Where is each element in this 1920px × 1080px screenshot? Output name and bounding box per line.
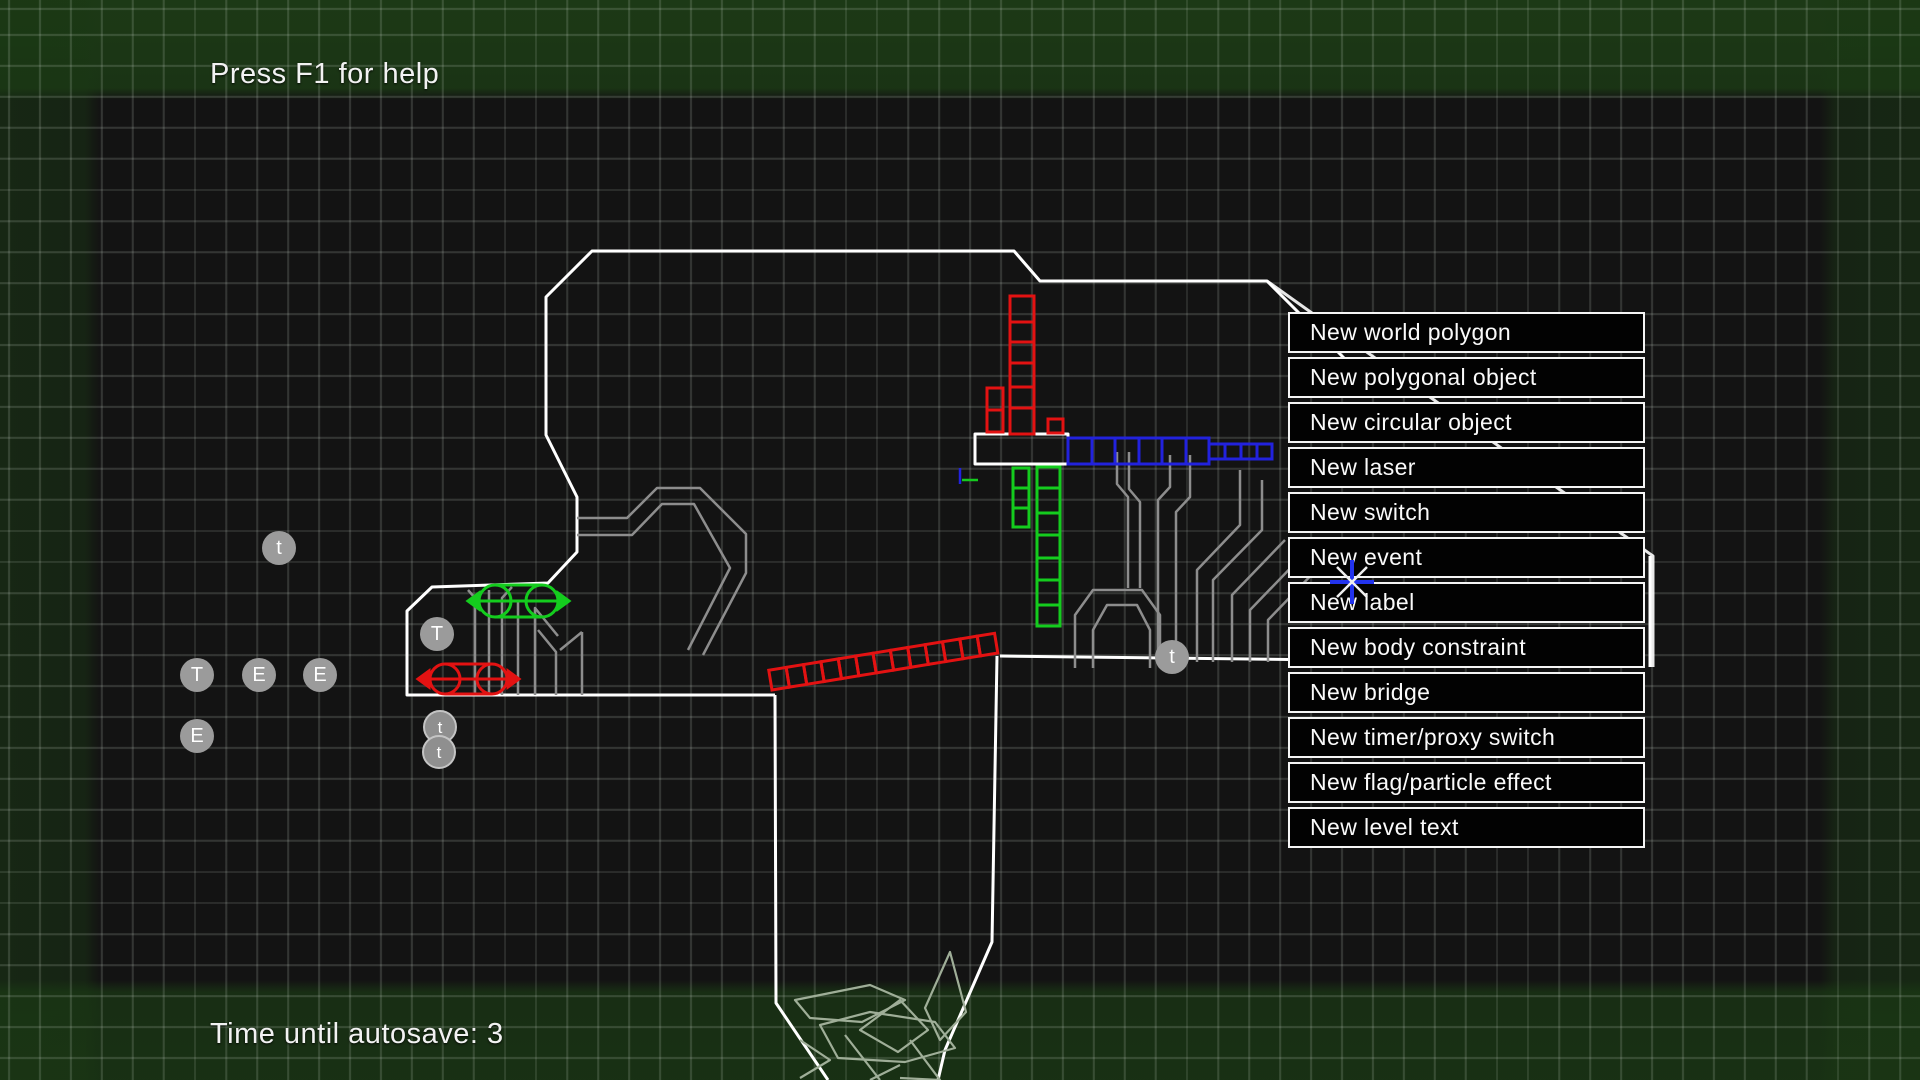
- entity-marker-t[interactable]: t: [422, 735, 456, 769]
- entity-marker-t[interactable]: t: [262, 531, 296, 565]
- green-wheel-pair[interactable]: [465, 583, 572, 619]
- menu-item-new-polygonal-object[interactable]: New polygonal object: [1288, 357, 1645, 398]
- menu-item-new-timer-proxy-switch[interactable]: New timer/proxy switch: [1288, 717, 1645, 758]
- help-hint-text: Press F1 for help: [210, 58, 440, 90]
- red-block-tower[interactable]: [985, 294, 1065, 436]
- tree-scribble[interactable]: [793, 950, 968, 1080]
- menu-item-new-label[interactable]: New label: [1288, 582, 1645, 623]
- menu-item-new-level-text[interactable]: New level text: [1288, 807, 1645, 848]
- menu-item-new-body-constraint[interactable]: New body constraint: [1288, 627, 1645, 668]
- entity-marker-T[interactable]: T: [420, 617, 454, 651]
- menu-item-new-switch[interactable]: New switch: [1288, 492, 1645, 533]
- menu-item-new-flag-particle-effect[interactable]: New flag/particle effect: [1288, 762, 1645, 803]
- menu-item-new-bridge[interactable]: New bridge: [1288, 672, 1645, 713]
- green-block-columns[interactable]: [1011, 465, 1062, 628]
- autosave-countdown-text: Time until autosave: 3: [210, 1018, 504, 1050]
- blue-block-chain[interactable]: [1066, 436, 1274, 466]
- red-wheel-pair[interactable]: [415, 662, 522, 696]
- entity-marker-E[interactable]: E: [303, 658, 337, 692]
- menu-item-new-circular-object[interactable]: New circular object: [1288, 402, 1645, 443]
- context-menu: New world polygon New polygonal object N…: [1288, 312, 1645, 852]
- entity-marker-t[interactable]: t: [1155, 640, 1189, 674]
- entity-marker-E[interactable]: E: [242, 658, 276, 692]
- menu-item-new-world-polygon[interactable]: New world polygon: [1288, 312, 1645, 353]
- entity-marker-E[interactable]: E: [180, 719, 214, 753]
- menu-item-new-event[interactable]: New event: [1288, 537, 1645, 578]
- entity-marker-T[interactable]: T: [180, 658, 214, 692]
- red-bridge[interactable]: [767, 631, 1000, 692]
- origin-marker: [958, 468, 978, 484]
- menu-item-new-laser[interactable]: New laser: [1288, 447, 1645, 488]
- white-platform: [973, 432, 1070, 466]
